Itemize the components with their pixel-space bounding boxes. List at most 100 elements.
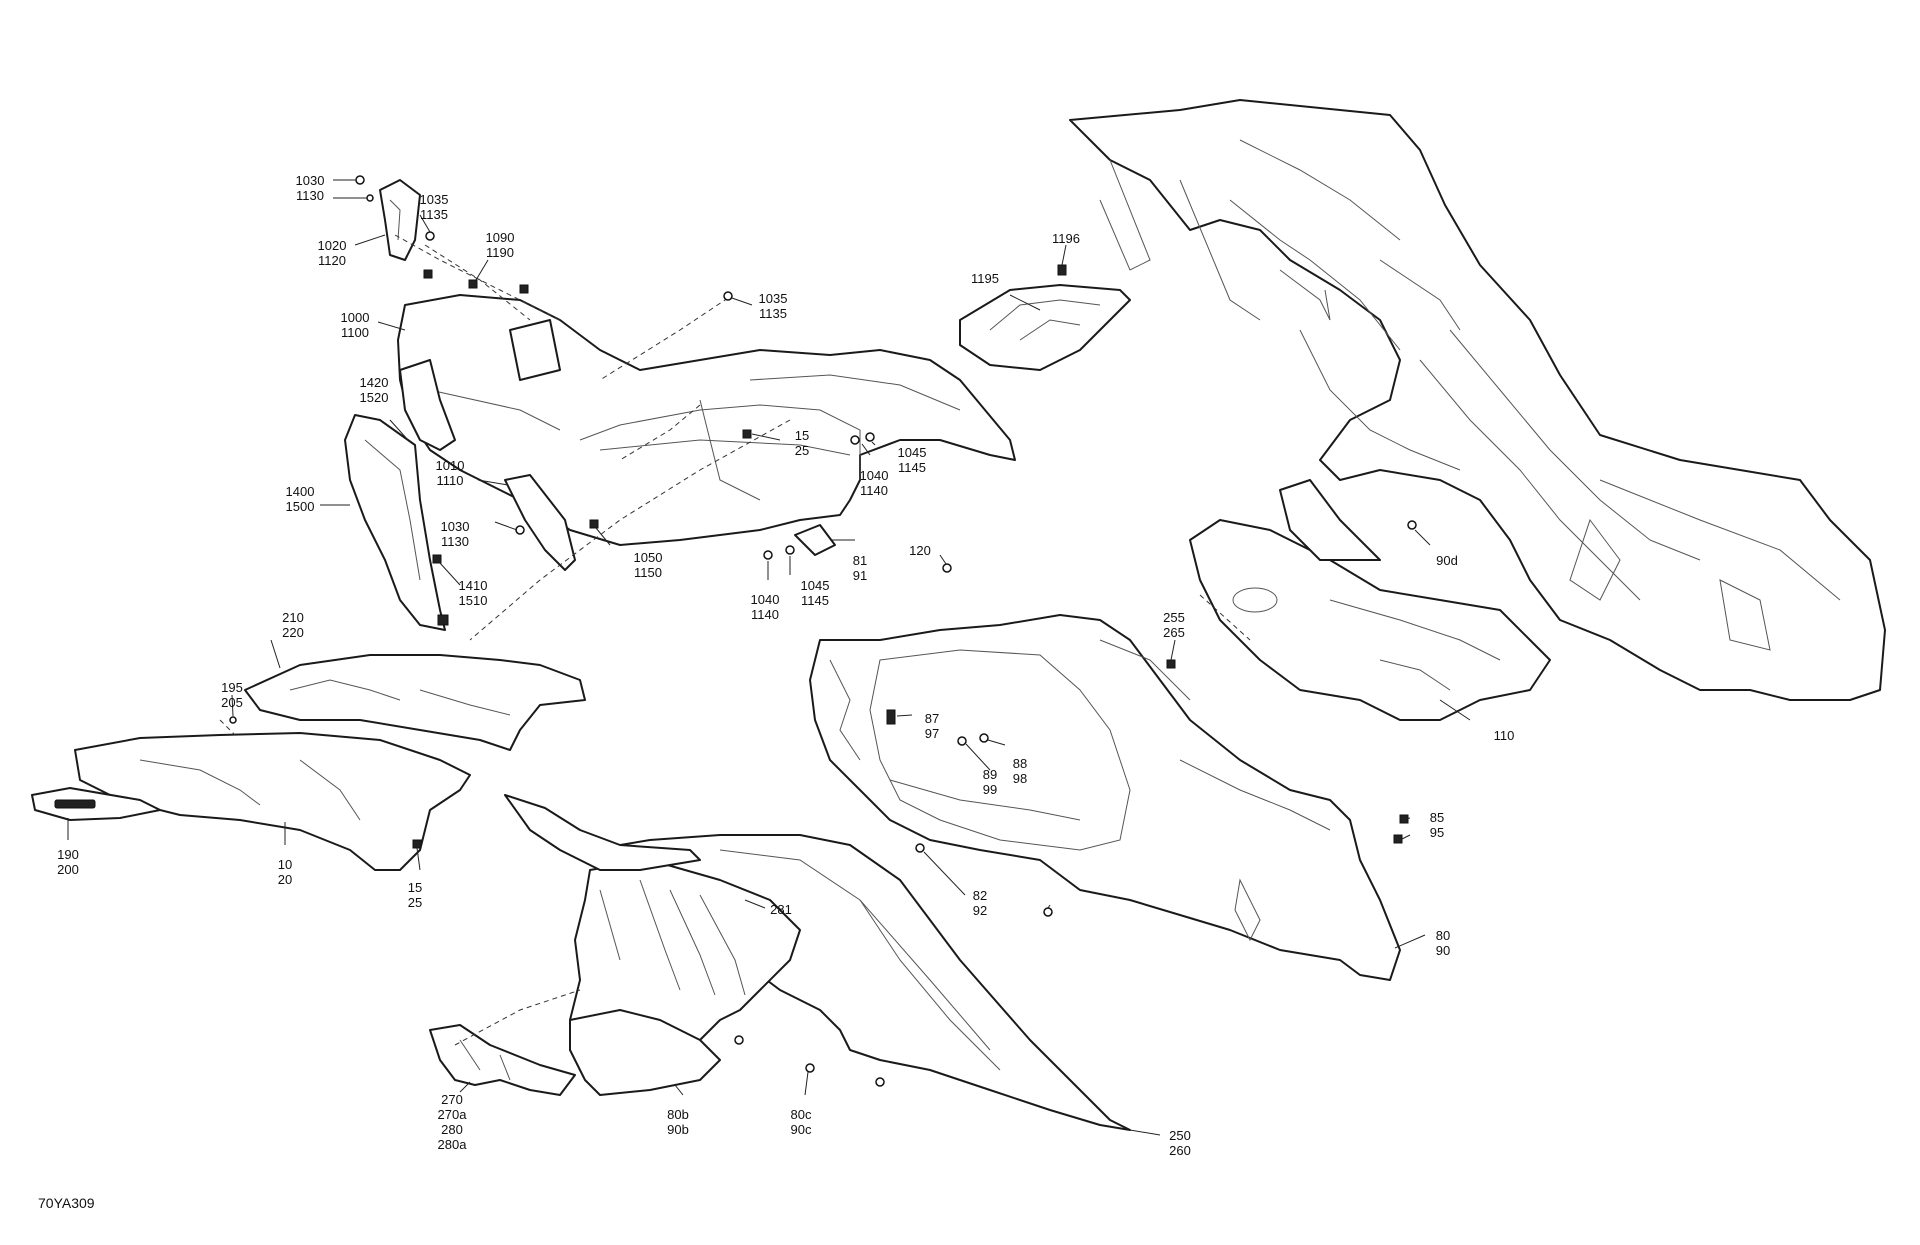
- callout-number: 90c: [790, 1122, 812, 1137]
- callout-number: 80c: [790, 1107, 812, 1122]
- screw-1196: [1057, 264, 1067, 276]
- hardware-fasteners: [229, 175, 1417, 1087]
- callout-number: 1035: [419, 192, 449, 207]
- side-panel-80-90-part: [809, 614, 1401, 981]
- callout-1050-1150: 1050 1150: [634, 550, 663, 580]
- callout-number: 90d: [1436, 553, 1458, 568]
- callout-number: 88: [1012, 756, 1028, 771]
- callout-number: 1135: [759, 306, 787, 321]
- callout-1040-1140-lower: 1040 1140: [751, 592, 780, 622]
- shell-210-220-part: [244, 654, 586, 751]
- callout-1010-1110: 1010 1110: [436, 458, 465, 488]
- callout-number: 280: [441, 1122, 463, 1137]
- callout-270-280a: 270 270a 280 280a: [438, 1092, 467, 1152]
- bracket-1010-part: [504, 474, 576, 571]
- callout-number: 87: [924, 711, 940, 726]
- upper-trim-strip-part: [504, 794, 701, 871]
- clip-1410-a: [432, 554, 442, 564]
- assembly-dash-lines: [219, 234, 1251, 1046]
- callout-1400-1500: 1400 1500: [286, 484, 315, 514]
- callout-number: 95: [1429, 825, 1445, 840]
- clip-1090-a: [423, 269, 433, 279]
- washer-1045-lower: [785, 545, 795, 555]
- callout-number: 270: [441, 1092, 463, 1107]
- bracket-81: [794, 524, 836, 556]
- callout-1410-1510: 1410 1510: [459, 578, 488, 608]
- callout-1045-1145-upper: 1045 1145: [898, 445, 927, 475]
- callout-number: 1510: [458, 593, 488, 608]
- callout-15-25-lower: 15 25: [408, 880, 422, 910]
- nut-1130-top: [366, 194, 374, 202]
- bracket-1020-part: [379, 179, 421, 261]
- screw-195: [229, 716, 237, 724]
- callout-number: 280a: [437, 1137, 467, 1152]
- callout-120: 120: [909, 543, 931, 558]
- callout-number: 265: [1163, 625, 1185, 640]
- callout-number: 92: [972, 903, 988, 918]
- callout-number: 97: [924, 726, 940, 741]
- screw-89: [957, 736, 967, 746]
- callout-number: 1030: [295, 173, 325, 188]
- screw-80c-b: [805, 1063, 815, 1073]
- callout-210-220: 210 220: [282, 610, 304, 640]
- callout-number: 1110: [436, 473, 464, 488]
- callout-1090-1190: 1090 1190: [486, 230, 515, 260]
- callout-1030-1130-top: 1030 1130: [296, 173, 325, 203]
- callout-number: 25: [407, 895, 423, 910]
- screw-1040-lower: [763, 550, 773, 560]
- screw-82-a: [915, 843, 925, 853]
- callout-number: 1400: [285, 484, 315, 499]
- clip-1090-c: [519, 284, 529, 294]
- screw-80c-a: [734, 1035, 744, 1045]
- callout-number: 205: [221, 695, 243, 710]
- callout-number: 110: [1493, 728, 1515, 743]
- clip-1050: [589, 519, 599, 529]
- bracket-270-part: [429, 1024, 576, 1096]
- clip-255: [1166, 659, 1176, 669]
- callout-number: 1035: [758, 291, 788, 306]
- callout-number: 80: [1435, 928, 1451, 943]
- callout-number: 1145: [898, 460, 926, 475]
- screw-82-b: [1043, 907, 1053, 917]
- callout-90d: 90d: [1436, 553, 1458, 568]
- callout-1035-1135-top: 1035 1135: [420, 192, 449, 222]
- callout-number: 20: [277, 872, 293, 887]
- callout-number: 15: [407, 880, 423, 895]
- vertical-panel-1400-part: [344, 414, 446, 631]
- callout-80c-90c: 80c 90c: [791, 1107, 812, 1137]
- washer-88: [979, 733, 989, 743]
- callout-number: 89: [982, 767, 998, 782]
- callout-number: 120: [909, 543, 931, 558]
- callout-number: 10: [277, 857, 293, 872]
- figure-code: 70YA309: [38, 1195, 95, 1211]
- screw-1040-upper: [850, 435, 860, 445]
- callout-number: 15: [794, 428, 810, 443]
- callout-number: 1090: [485, 230, 515, 245]
- callout-number: 90: [1435, 943, 1451, 958]
- callout-80-90: 80 90: [1436, 928, 1450, 958]
- callout-82-92: 82 92: [973, 888, 987, 918]
- nut-1035-top: [425, 231, 435, 241]
- callout-190-200: 190 200: [57, 847, 79, 877]
- callout-250-260: 250 260: [1169, 1128, 1191, 1158]
- callout-81-91: 81 91: [853, 553, 867, 583]
- screw-87: [886, 709, 896, 725]
- emblem-190-200-part: [31, 787, 161, 821]
- callout-number: 1195: [971, 271, 999, 286]
- callout-number: 99: [982, 782, 998, 797]
- callout-number: 82: [972, 888, 988, 903]
- callout-number: 260: [1169, 1143, 1191, 1158]
- tray-110-part: [1189, 479, 1551, 721]
- callout-number: 1410: [458, 578, 488, 593]
- callout-number: 255: [1163, 610, 1185, 625]
- clip-85-b: [1393, 834, 1403, 844]
- callout-number: 190: [57, 847, 79, 862]
- callout-number: 1050: [633, 550, 663, 565]
- screw-90d: [1407, 520, 1417, 530]
- callout-number: 220: [282, 625, 304, 640]
- callout-87-97: 87 97: [925, 711, 939, 741]
- callout-number: 1196: [1052, 231, 1080, 246]
- clip-1090-b: [468, 279, 478, 289]
- callout-number: 1145: [801, 593, 829, 608]
